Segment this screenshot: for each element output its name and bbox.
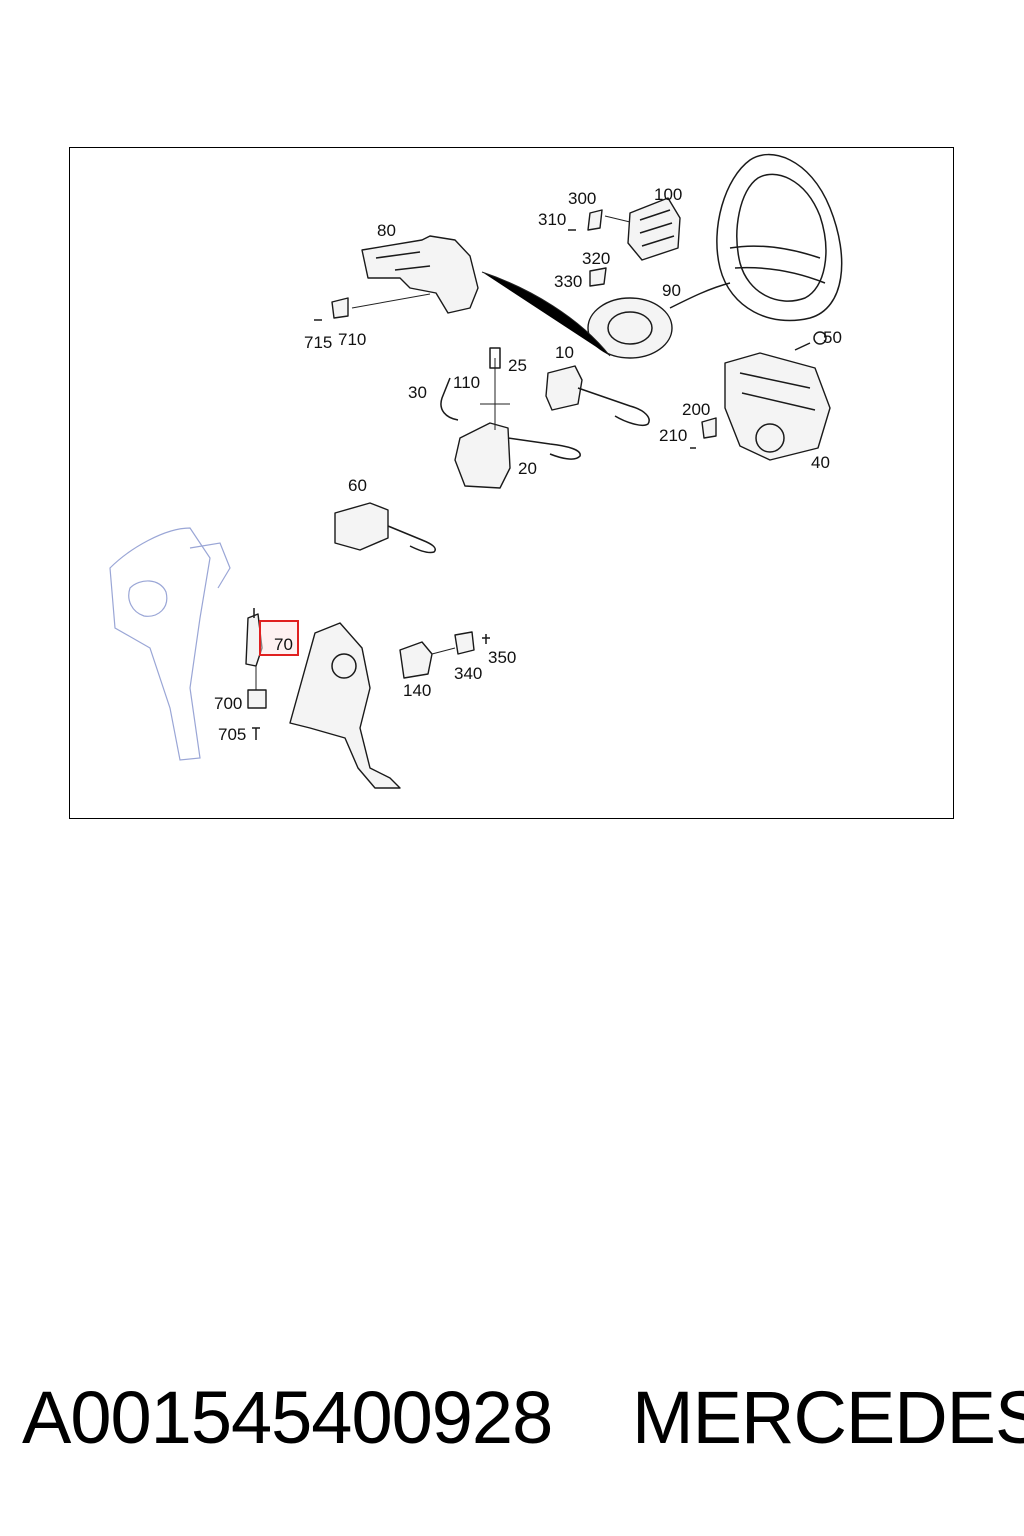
callout-705: 705: [218, 725, 246, 744]
callout-200: 200: [682, 400, 710, 419]
brand-name: MERCEDES: [632, 1376, 1024, 1459]
callout-700: 700: [214, 694, 242, 713]
callout-30: 30: [408, 383, 427, 402]
part-70-brake-switch: [245, 608, 263, 667]
callout-310: 310: [538, 210, 566, 229]
callout-20: 20: [518, 459, 537, 478]
callout-50: 50: [823, 328, 842, 347]
callout-40: 40: [811, 453, 830, 472]
part-140-340-350: [399, 631, 490, 679]
callout-10: 10: [555, 343, 574, 362]
callout-100: 100: [654, 185, 682, 204]
callout-25: 25: [508, 356, 527, 375]
callout-110: 110: [453, 373, 480, 392]
callout-320: 320: [582, 249, 610, 268]
part-80-bracket: [361, 235, 479, 314]
leader-lines: [255, 215, 631, 690]
callout-715: 715: [304, 333, 332, 352]
callout-300: 300: [568, 189, 596, 208]
callout-80: 80: [377, 221, 396, 240]
fasteners: [314, 209, 827, 449]
callout-350: 350: [488, 648, 516, 667]
parts-diagram: 80 300 100 310 320 330 90 715 710 50 10 …: [109, 153, 843, 789]
ghost-pedal-assembly: [109, 527, 231, 761]
callout-210: 210: [659, 426, 687, 445]
part-20-combination-switch: [440, 347, 581, 489]
part-100-module: [627, 197, 681, 261]
pedal-bracket: [289, 622, 401, 789]
callout-60: 60: [348, 476, 367, 495]
steering-wheel: [716, 153, 843, 322]
part-90-clockspring: [587, 282, 731, 359]
callout-70: 70: [274, 635, 293, 654]
part-10-switch: [545, 365, 650, 427]
parts-diagram-frame: 80 300 100 310 320 330 90 715 710 50 10 …: [69, 147, 954, 819]
callout-710: 710: [338, 330, 366, 349]
part-40-column-lock: [724, 352, 831, 461]
callout-140: 140: [403, 681, 431, 700]
callout-340: 340: [454, 664, 482, 683]
part-number: A001545400928: [22, 1376, 553, 1459]
callout-70-highlight: [259, 620, 299, 656]
callout-90: 90: [662, 281, 681, 300]
part-caption: A001545400928 MERCEDES: [0, 1375, 1024, 1475]
part-700-705: [247, 689, 267, 740]
callout-330: 330: [554, 272, 582, 291]
part-60-switch: [334, 502, 436, 554]
